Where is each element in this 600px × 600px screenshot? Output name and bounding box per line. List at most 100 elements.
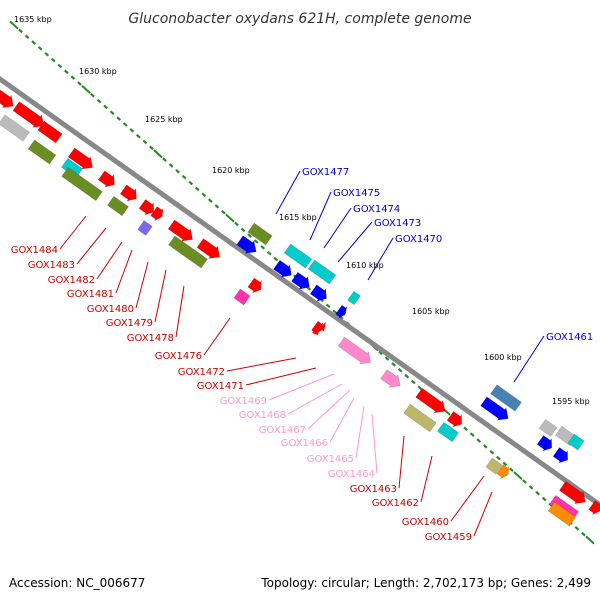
magenta-gene-feature[interactable] — [233, 288, 251, 306]
gene-label-gox1467[interactable]: GOX1467 — [259, 425, 306, 436]
red-gene-feature[interactable] — [138, 198, 158, 218]
leader-gox1473 — [337, 221, 373, 263]
olive-gene-feature[interactable] — [247, 222, 273, 246]
scale-minor-tick — [404, 373, 410, 379]
gene-labels: GOX1477GOX1475GOX1474GOX1473GOX1470GOX14… — [11, 167, 594, 543]
leader-gox1459 — [473, 491, 493, 537]
gene-label-gox1466[interactable]: GOX1466 — [281, 438, 328, 449]
gene-label-gox1474[interactable]: GOX1474 — [353, 204, 400, 215]
scale-minor-tick — [122, 122, 128, 127]
red-gene-feature[interactable] — [247, 276, 265, 295]
small-gene-feature[interactable] — [318, 322, 326, 331]
gray-gene-feature[interactable] — [0, 114, 30, 142]
red-gene-feature[interactable] — [446, 410, 466, 430]
gene-label-gox1470[interactable]: GOX1470 — [395, 234, 442, 245]
red-gene-feature[interactable] — [12, 100, 48, 132]
gene-label-gox1481[interactable]: GOX1481 — [67, 289, 114, 300]
scale-label: 1595 kbp — [552, 397, 590, 406]
gene-label-gox1469[interactable]: GOX1469 — [220, 396, 267, 407]
cyan-gene-feature[interactable] — [347, 290, 361, 306]
blue-gene-feature[interactable] — [236, 234, 261, 258]
scale-minor-tick — [253, 239, 259, 244]
olive-gene-feature[interactable] — [107, 195, 129, 217]
pink-gene-feature[interactable] — [337, 335, 375, 368]
scale-minor-tick — [266, 250, 272, 256]
feature-track — [0, 84, 600, 527]
leader-gox1460 — [450, 475, 485, 522]
gene-label-gox1478[interactable]: GOX1478 — [127, 333, 174, 344]
gene-label-gox1473[interactable]: GOX1473 — [374, 218, 421, 229]
leader-gox1463 — [398, 435, 405, 489]
red-gene-feature[interactable] — [37, 120, 63, 144]
olive-gene-feature[interactable] — [61, 167, 103, 201]
scale-minor-tick — [136, 133, 141, 139]
gray-gene-feature[interactable] — [538, 419, 558, 437]
gene-label-gox1461[interactable]: GOX1461 — [546, 332, 593, 343]
scale-minor-tick — [240, 227, 246, 233]
red-gene-feature[interactable] — [588, 499, 600, 517]
gene-label-gox1477[interactable]: GOX1477 — [302, 167, 349, 178]
orange-gene-feature[interactable] — [496, 463, 513, 481]
gene-label-gox1463[interactable]: GOX1463 — [350, 484, 397, 495]
pink-gene-feature[interactable] — [380, 368, 405, 392]
purple-gene-feature[interactable] — [137, 220, 153, 236]
gene-label-gox1479[interactable]: GOX1479 — [106, 318, 153, 329]
orange-gene-feature[interactable] — [547, 501, 577, 527]
cyan-gene-feature[interactable] — [307, 259, 337, 285]
gene-label-gox1480[interactable]: GOX1480 — [87, 304, 134, 315]
khaki-gene-feature[interactable] — [403, 403, 437, 433]
leader-gox1461 — [513, 335, 545, 383]
red-gene-feature[interactable] — [415, 387, 450, 418]
red-gene-feature[interactable] — [558, 480, 590, 508]
red-gene-feature[interactable] — [150, 205, 167, 223]
red-gene-feature[interactable] — [97, 169, 119, 190]
red-gene-feature[interactable] — [0, 84, 18, 112]
gene-label-gox1462[interactable]: GOX1462 — [372, 498, 419, 509]
gene-label-gox1484[interactable]: GOX1484 — [11, 245, 58, 256]
leader-gox1465 — [355, 405, 365, 459]
scale-label: 1600 kbp — [484, 353, 522, 362]
gene-label-gox1483[interactable]: GOX1483 — [28, 260, 75, 271]
blue-gene-feature[interactable] — [309, 283, 331, 304]
scale-major-tick — [225, 213, 235, 223]
gene-label-gox1475[interactable]: GOX1475 — [333, 188, 380, 199]
olive-gene-feature[interactable] — [168, 235, 208, 269]
red-gene-feature[interactable] — [167, 218, 197, 245]
blue-gene-feature[interactable] — [536, 434, 556, 454]
gene-label-gox1482[interactable]: GOX1482 — [48, 275, 95, 286]
leader-gox1471 — [245, 367, 317, 386]
scale-minor-tick — [18, 28, 23, 34]
leader-gox1474 — [323, 207, 352, 249]
red-gene-feature[interactable] — [119, 183, 141, 204]
scale-minor-tick — [541, 496, 547, 502]
gene-label-gox1472[interactable]: GOX1472 — [178, 367, 225, 378]
scale-major-tick — [153, 149, 163, 159]
scale-minor-tick — [44, 52, 50, 57]
gene-label-gox1459[interactable]: GOX1459 — [425, 532, 472, 543]
steelblue-gene-feature[interactable] — [490, 384, 522, 412]
scale-minor-tick — [194, 186, 200, 192]
leader-gox1467 — [307, 389, 351, 430]
blue-gene-feature[interactable] — [334, 304, 349, 321]
blue-gene-feature[interactable] — [479, 395, 512, 425]
cyan-gene-feature[interactable] — [283, 243, 313, 269]
gene-label-gox1465[interactable]: GOX1465 — [307, 454, 354, 465]
red-gene-feature[interactable] — [67, 146, 97, 173]
gene-label-gox1464[interactable]: GOX1464 — [328, 469, 375, 480]
small-gene-feature[interactable] — [312, 326, 320, 335]
red-gene-feature[interactable] — [196, 237, 224, 263]
cyan-gene-feature[interactable] — [437, 421, 459, 443]
cyan-gene-feature[interactable] — [567, 433, 585, 451]
gene-label-gox1468[interactable]: GOX1468 — [239, 410, 286, 421]
leader-gox1472 — [226, 357, 297, 372]
blue-gene-feature[interactable] — [290, 271, 313, 294]
gene-label-gox1460[interactable]: GOX1460 — [402, 517, 449, 528]
gene-label-gox1476[interactable]: GOX1476 — [155, 351, 202, 362]
khaki-gene-feature[interactable] — [485, 457, 503, 475]
olive-gene-feature[interactable] — [27, 139, 57, 165]
gene-label-gox1471[interactable]: GOX1471 — [197, 381, 244, 392]
blue-gene-feature[interactable] — [272, 259, 295, 282]
blue-gene-feature[interactable] — [552, 446, 572, 466]
scale-minor-tick — [142, 139, 148, 145]
